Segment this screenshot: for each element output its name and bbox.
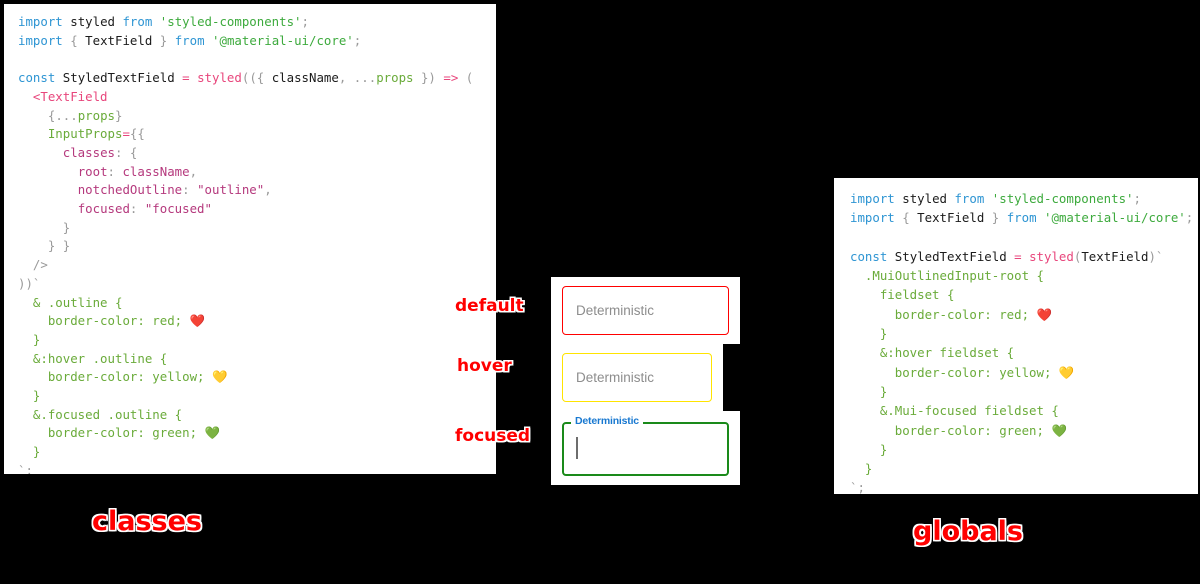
- textfield-hover[interactable]: Deterministic: [562, 353, 712, 402]
- textfield-demo-stack: Deterministic Deterministic Deterministi…: [551, 277, 740, 485]
- caption-globals: globals: [913, 516, 1024, 547]
- code-block-globals: import styled from 'styled-components'; …: [850, 191, 1194, 494]
- textfield-default-value: Deterministic: [576, 303, 655, 318]
- code-panel-globals: import styled from 'styled-components'; …: [834, 178, 1198, 494]
- code-block-classes: import styled from 'styled-components'; …: [18, 14, 474, 474]
- demo-card-default: Deterministic: [551, 277, 740, 344]
- caption-classes: classes: [92, 506, 203, 537]
- textfield-focused-outline: [562, 422, 729, 476]
- annotation-default: default: [455, 296, 524, 316]
- textfield-focused-label: Deterministic: [571, 415, 643, 428]
- code-panel-classes: import styled from 'styled-components'; …: [4, 4, 496, 474]
- annotation-focused: focused: [455, 426, 531, 446]
- demo-card-focused: Deterministic: [551, 411, 740, 485]
- demo-card-hover: Deterministic: [551, 344, 723, 411]
- textfield-default[interactable]: Deterministic: [562, 286, 729, 335]
- annotation-hover: hover: [457, 356, 512, 376]
- textfield-focused[interactable]: Deterministic: [562, 415, 729, 476]
- textfield-hover-value: Deterministic: [576, 370, 655, 385]
- text-caret: [576, 437, 578, 459]
